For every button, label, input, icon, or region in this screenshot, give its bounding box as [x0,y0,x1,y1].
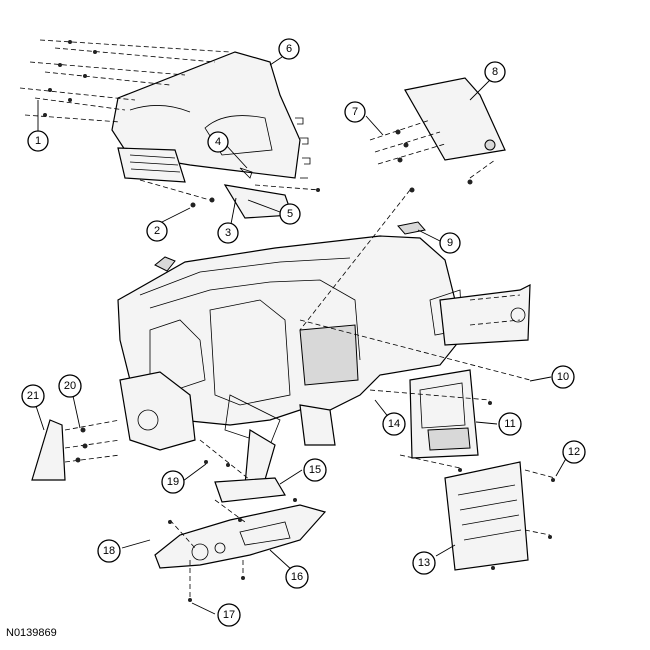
svg-text:10: 10 [557,371,569,383]
svg-text:12: 12 [568,446,580,458]
callout-6: 6 [278,38,300,60]
svg-text:19: 19 [167,476,179,488]
svg-text:4: 4 [215,136,221,148]
left-vent-bezel [117,147,215,208]
callout-21: 21 [21,384,45,408]
svg-text:2: 2 [154,225,160,237]
callout-11: 11 [498,412,522,436]
callout-2: 2 [146,220,168,242]
left-end-panel [31,419,121,481]
callout-19: 19 [161,470,185,494]
svg-text:13: 13 [418,557,430,569]
svg-text:6: 6 [286,43,292,55]
steering-column-structure [119,371,336,491]
audio-control-panel [444,461,556,571]
lower-instrument-panel [154,498,327,580]
callout-5: 5 [279,203,301,225]
callout-12: 12 [562,440,586,464]
steering-column-cover-upper [214,477,286,503]
callout-7: 7 [344,101,366,123]
right-vent-panel [439,284,531,346]
callout-13: 13 [412,551,436,575]
callout-18: 18 [97,539,121,563]
misc-fasteners [188,187,531,602]
svg-text:14: 14 [388,418,400,430]
defroster-grille [397,221,426,235]
svg-text:3: 3 [225,227,231,239]
center-stack-bezel [369,369,492,472]
svg-text:21: 21 [27,390,39,402]
svg-text:16: 16 [291,571,303,583]
callout-16: 16 [285,565,309,589]
svg-text:11: 11 [504,418,515,430]
svg-text:15: 15 [309,464,321,476]
callout-17: 17 [217,603,241,627]
svg-text:9: 9 [447,237,453,249]
svg-text:20: 20 [64,380,76,392]
callout-9: 9 [439,232,461,254]
callout-8: 8 [484,61,506,83]
callout-3: 3 [217,222,239,244]
callout-10: 10 [551,365,575,389]
callout-4: 4 [207,131,229,153]
instrument-panel-assembly [117,235,463,426]
svg-text:8: 8 [492,66,498,78]
svg-text:1: 1 [35,135,41,147]
callout-15: 15 [303,458,327,482]
passenger-upper-trim [369,77,506,185]
panel-clips [295,117,311,179]
figure-id: N0139869 [6,627,57,639]
panel-fastener-lines [19,39,231,123]
callout-1: 1 [27,130,49,152]
svg-text:7: 7 [352,106,358,118]
svg-text:5: 5 [287,208,293,220]
callout-20: 20 [58,374,82,398]
callout-14: 14 [382,412,406,436]
svg-text:18: 18 [103,545,115,557]
svg-text:17: 17 [223,609,235,621]
